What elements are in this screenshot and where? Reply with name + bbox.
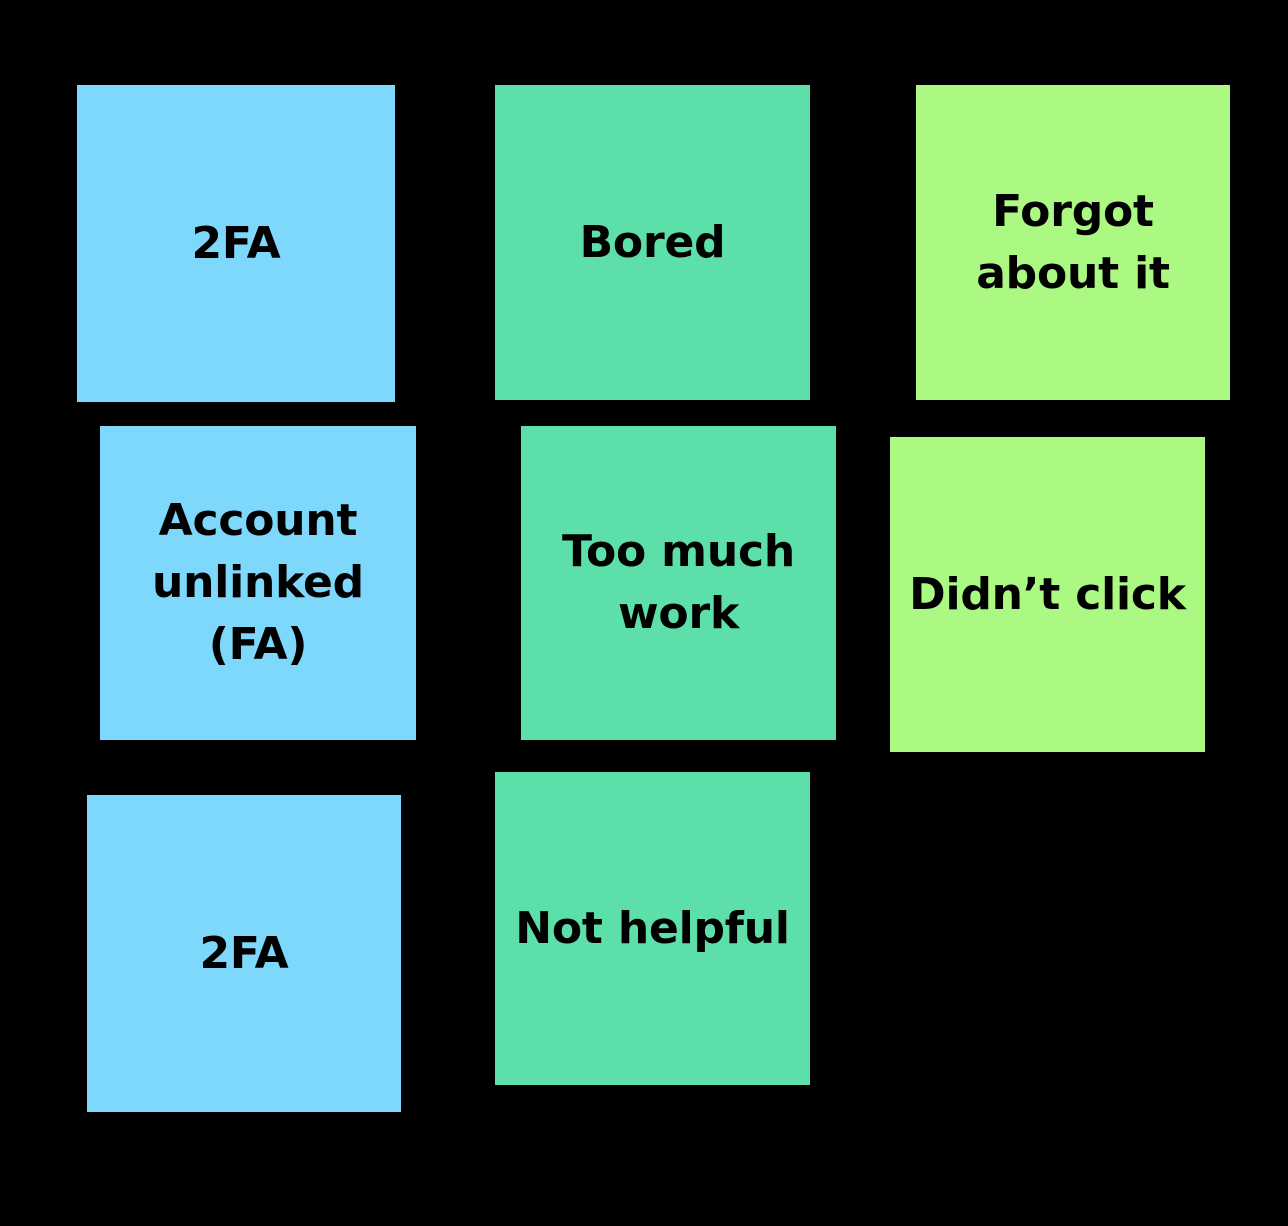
- sticky-note-label: Forgot about it: [976, 185, 1170, 299]
- sticky-note-account-unlinked[interactable]: Account unlinked (FA): [100, 426, 416, 740]
- sticky-note-bored[interactable]: Bored: [495, 85, 810, 400]
- sticky-note-label: Bored: [579, 216, 726, 268]
- sticky-note-too-much-work[interactable]: Too much work: [521, 426, 836, 740]
- sticky-note-label: 2FA: [191, 217, 281, 269]
- sticky-note-label: Not helpful: [515, 902, 790, 954]
- sticky-note-not-helpful[interactable]: Not helpful: [495, 772, 810, 1085]
- sticky-note-2fa-1[interactable]: 2FA: [77, 85, 395, 402]
- sticky-note-label: Didn’t click: [909, 568, 1186, 620]
- sticky-note-label: 2FA: [199, 927, 289, 979]
- sticky-note-2fa-2[interactable]: 2FA: [87, 795, 401, 1112]
- sticky-note-forgot-about-it[interactable]: Forgot about it: [916, 85, 1230, 400]
- sticky-note-didnt-click[interactable]: Didn’t click: [890, 437, 1205, 752]
- sticky-note-label: Account unlinked (FA): [152, 495, 364, 670]
- sticky-note-label: Too much work: [562, 526, 795, 639]
